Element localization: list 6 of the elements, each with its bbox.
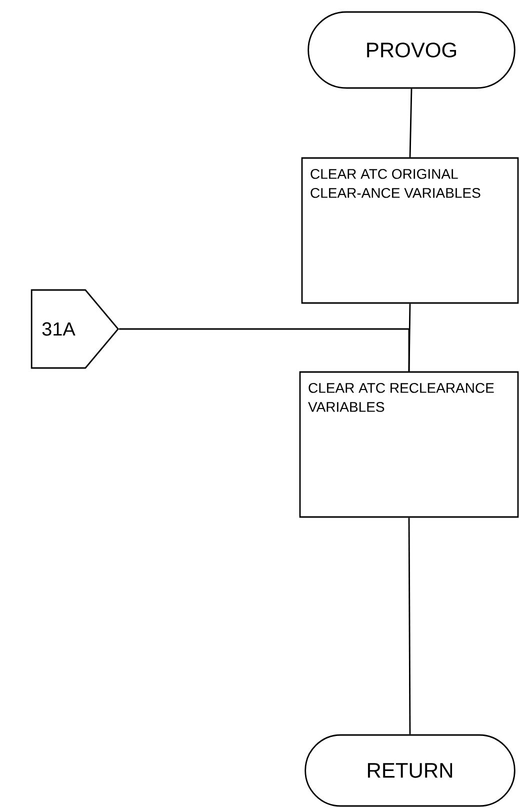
connector-line <box>408 518 411 734</box>
process-box: CLEAR ATC ORIGINAL CLEAR-ANCE VARIABLES <box>301 157 519 304</box>
process-box: CLEAR ATC RECLEARANCE VARIABLES <box>299 371 519 518</box>
connector-pentagon: 31A <box>30 289 120 369</box>
connector-line <box>119 328 410 372</box>
connector-line <box>409 88 412 158</box>
